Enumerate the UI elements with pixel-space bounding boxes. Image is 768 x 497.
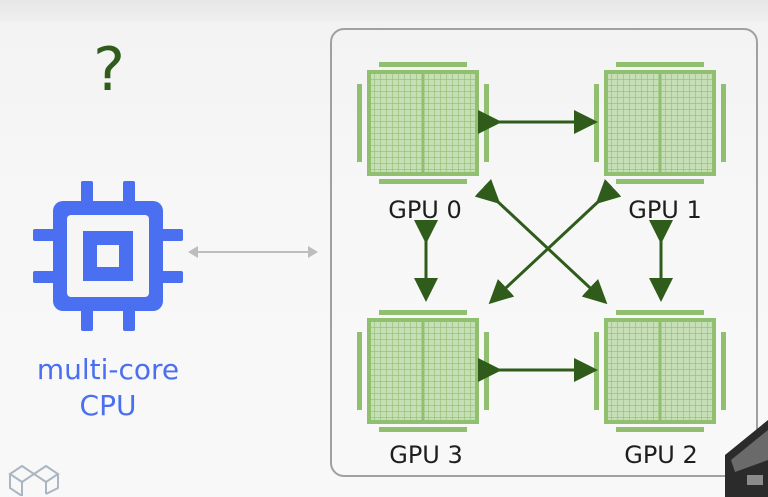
top-bar xyxy=(0,0,768,22)
watermark-logo-icon xyxy=(8,464,60,496)
question-mark: ? xyxy=(93,35,125,105)
gpu-2-label: GPU 2 xyxy=(624,441,698,469)
cpu-label-line1: multi-core xyxy=(36,353,180,386)
cpu-chip-icon xyxy=(33,181,183,331)
corner-device-image xyxy=(725,420,768,497)
gpu-1-label: GPU 1 xyxy=(628,196,702,224)
gpu-1-chip-icon xyxy=(594,62,726,184)
gpu-0-chip-icon xyxy=(357,62,489,184)
cpu-gpu-link-arrow xyxy=(188,246,318,258)
gpu-2-chip-icon xyxy=(594,310,726,432)
gpu-3-label: GPU 3 xyxy=(389,441,463,469)
cpu-label-line2: CPU xyxy=(79,389,137,422)
gpu-cluster-frame xyxy=(330,28,758,477)
gpu-3-chip-icon xyxy=(357,310,489,432)
gpu-0-label: GPU 0 xyxy=(388,196,462,224)
cpu-label: multi-core CPU xyxy=(0,352,216,424)
